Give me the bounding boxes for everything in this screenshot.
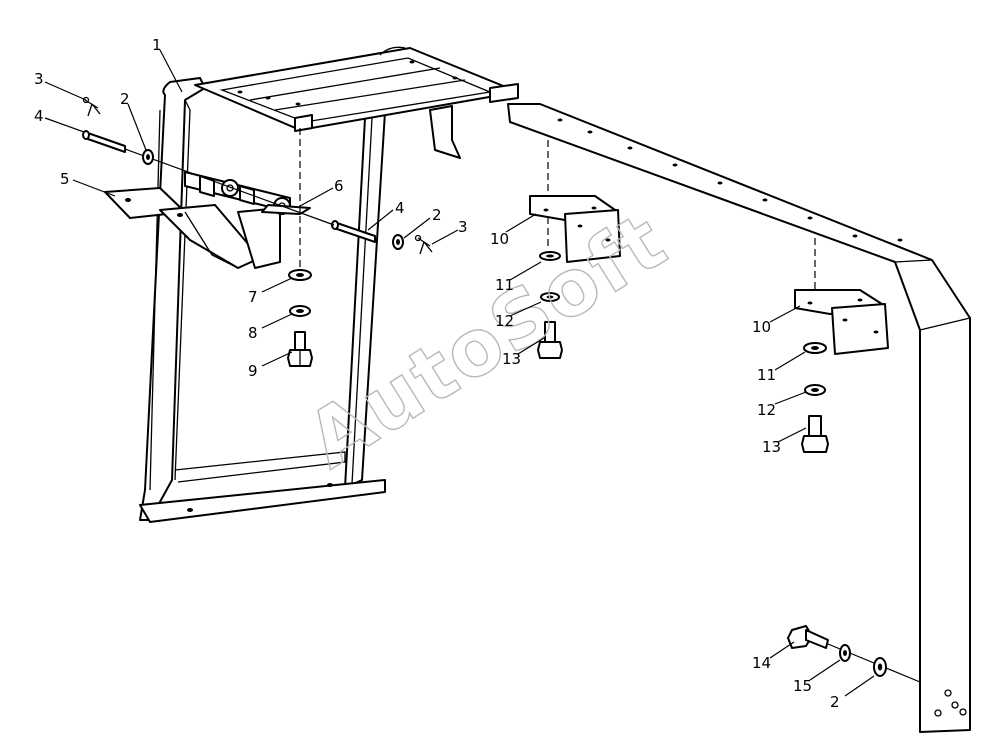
- callout-7: 7: [248, 288, 258, 306]
- washer-2-bottom: [873, 657, 887, 677]
- mounting-bracket-10b: [794, 289, 889, 355]
- callout-6: 6: [334, 177, 344, 195]
- callout-13: 13: [502, 350, 521, 368]
- callout-2: 2: [120, 90, 130, 108]
- callout-3: 3: [34, 70, 44, 88]
- watermark: AutoSoft: [292, 196, 682, 486]
- pin-left: [82, 130, 126, 153]
- callout-4: 4: [395, 199, 405, 217]
- pin-right: [331, 220, 376, 243]
- callout-labels: 1 2 3 4 5 6 4 2 3 7 8 9 10 11 12 13 10 1…: [34, 36, 840, 711]
- support-arm: [507, 103, 971, 733]
- washer-11b: [803, 342, 827, 354]
- bolt-14: [787, 625, 829, 649]
- bolt-9: [287, 331, 313, 367]
- callout-4: 4: [34, 107, 44, 125]
- callout-12: 12: [495, 312, 514, 330]
- callout-8: 8: [248, 324, 258, 342]
- callout-10: 10: [752, 318, 771, 336]
- main-frame: [139, 46, 519, 523]
- callout-3: 3: [458, 218, 468, 236]
- lock-washer-15: [839, 644, 851, 662]
- leader-lines: [44, 49, 875, 697]
- callout-9: 9: [248, 362, 258, 380]
- callout-2: 2: [432, 206, 442, 224]
- lock-washer-8: [289, 305, 311, 317]
- cotter-pin-left: [82, 96, 101, 117]
- callout-1: 1: [152, 36, 162, 54]
- mounting-bracket-10a: [529, 195, 621, 263]
- callout-2: 2: [830, 693, 840, 711]
- callout-14: 14: [752, 654, 771, 672]
- washer-flat-7: [288, 269, 312, 281]
- callout-5: 5: [60, 170, 70, 188]
- bolt-13a: [537, 321, 563, 359]
- callout-15: 15: [793, 677, 812, 695]
- lock-washer-12b: [804, 384, 826, 396]
- callout-11: 11: [757, 366, 776, 384]
- callout-13: 13: [762, 438, 781, 456]
- callout-11: 11: [495, 276, 514, 294]
- washer-right: [392, 234, 404, 250]
- callout-12: 12: [757, 401, 776, 419]
- callout-10: 10: [490, 230, 509, 248]
- cotter-pin-right: [414, 234, 433, 255]
- lock-washer-12a: [540, 292, 560, 302]
- washer-left: [142, 149, 154, 165]
- hinge-bracket: [104, 187, 281, 269]
- washer-11a: [539, 251, 561, 261]
- hinge-assembly: [184, 171, 311, 215]
- bolt-13b: [801, 415, 829, 453]
